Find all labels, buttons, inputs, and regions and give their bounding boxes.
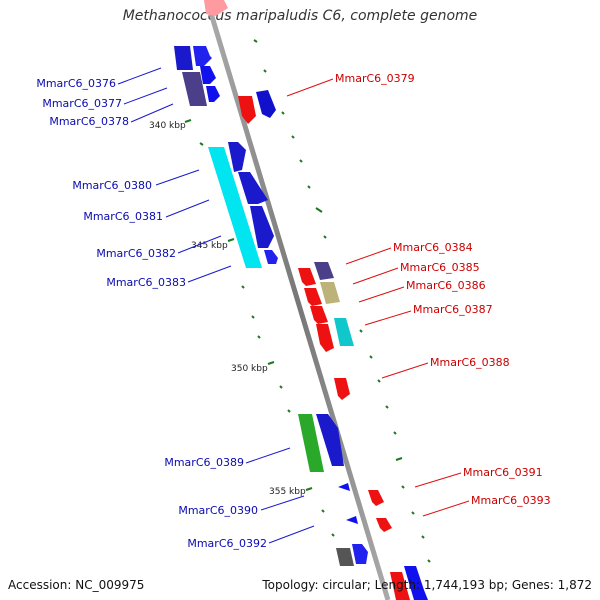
gene-label-left[interactable]: MmarC6_0389 xyxy=(164,456,244,469)
gene-arrow[interactable] xyxy=(316,414,344,466)
gene-arrow[interactable] xyxy=(204,0,228,16)
gene-label-right[interactable]: MmarC6_0385 xyxy=(400,261,480,274)
right-leaders xyxy=(286,78,470,517)
gene-arrow[interactable] xyxy=(320,282,340,304)
gene-label-left[interactable]: MmarC6_0382 xyxy=(96,247,176,260)
gene-arrow[interactable] xyxy=(264,250,278,264)
gene-arrow[interactable] xyxy=(338,483,350,491)
gene-arrow[interactable] xyxy=(404,566,428,600)
accession-text: Accession: NC_009975 xyxy=(8,578,145,592)
left-leaders xyxy=(117,67,315,544)
gene-arrow[interactable] xyxy=(346,516,358,524)
gene-arrow[interactable] xyxy=(314,262,334,280)
gene-label-left[interactable]: MmarC6_0377 xyxy=(42,97,122,110)
gene-label-left[interactable]: MmarC6_0376 xyxy=(36,77,116,90)
gene-arrow[interactable] xyxy=(298,268,316,286)
gene-label-left[interactable]: MmarC6_0381 xyxy=(83,210,163,223)
gene-arrow[interactable] xyxy=(238,172,268,204)
gene-arrow[interactable] xyxy=(228,142,246,172)
gene-arrow[interactable] xyxy=(334,318,354,346)
gene-arrow[interactable] xyxy=(336,548,354,566)
gene-arrow[interactable] xyxy=(316,324,334,352)
gene-arrow[interactable] xyxy=(352,544,368,564)
scale-label: 350 kbp xyxy=(231,364,268,374)
gene-arrow[interactable] xyxy=(390,572,410,600)
gene-shapes xyxy=(174,0,368,566)
gene-arrow[interactable] xyxy=(334,378,350,400)
scale-label: 345 kbp xyxy=(191,241,228,251)
gene-arrow[interactable] xyxy=(200,66,216,84)
genome-summary-text: Topology: circular; Length: 1,744,193 bp… xyxy=(262,578,592,592)
gene-arrow[interactable] xyxy=(208,147,262,268)
gene-label-right[interactable]: MmarC6_0386 xyxy=(406,279,486,292)
gene-arrow[interactable] xyxy=(182,72,207,106)
gene-label-right[interactable]: MmarC6_0387 xyxy=(413,303,493,316)
scale-label: 355 kbp xyxy=(269,487,306,497)
gene-label-right[interactable]: MmarC6_0388 xyxy=(430,356,510,369)
gene-arrow[interactable] xyxy=(368,490,384,506)
gene-shapes-plus xyxy=(238,90,428,600)
gene-label-left[interactable]: MmarC6_0378 xyxy=(49,115,129,128)
gene-arrow[interactable] xyxy=(310,306,328,324)
gene-label-right[interactable]: MmarC6_0391 xyxy=(463,466,543,479)
gene-arrow[interactable] xyxy=(304,288,322,306)
genome-backbone xyxy=(207,9,391,600)
gene-label-left[interactable]: MmarC6_0380 xyxy=(72,179,152,192)
gene-arrow[interactable] xyxy=(238,96,256,124)
gene-label-right[interactable]: MmarC6_0393 xyxy=(471,494,551,507)
gene-label-right[interactable]: MmarC6_0384 xyxy=(393,241,473,254)
gene-arrow[interactable] xyxy=(250,206,274,248)
scale-label: 340 kbp xyxy=(149,121,186,131)
gene-arrow[interactable] xyxy=(193,46,212,66)
gene-label-left[interactable]: MmarC6_0390 xyxy=(178,504,258,517)
gene-arrow[interactable] xyxy=(376,518,392,532)
gene-arrow[interactable] xyxy=(174,46,193,70)
gene-arrow[interactable] xyxy=(206,86,220,102)
gene-label-left[interactable]: MmarC6_0392 xyxy=(187,537,267,550)
gene-label-right[interactable]: MmarC6_0379 xyxy=(335,72,415,85)
gene-arrow[interactable] xyxy=(298,414,324,472)
gene-arrow[interactable] xyxy=(256,90,276,118)
gene-label-left[interactable]: MmarC6_0383 xyxy=(106,276,186,289)
scale-ticks xyxy=(184,39,431,563)
